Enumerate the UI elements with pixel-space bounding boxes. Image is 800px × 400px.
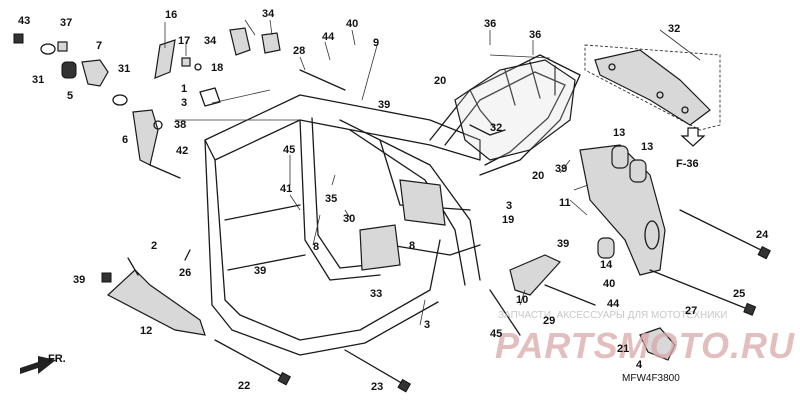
engine-mount-brackets bbox=[579, 144, 666, 276]
callout-45a: 45 bbox=[283, 144, 295, 156]
callout-20b: 20 bbox=[532, 170, 544, 182]
callout-4: 4 bbox=[636, 359, 643, 371]
callout-17: 17 bbox=[178, 35, 190, 47]
callout-22: 22 bbox=[238, 380, 250, 392]
callout-8b: 8 bbox=[409, 240, 415, 252]
callout-32a: 32 bbox=[668, 23, 680, 35]
callout-2: 2 bbox=[151, 240, 157, 252]
callout-3c: 3 bbox=[424, 319, 430, 331]
callout-44: 44 bbox=[322, 31, 335, 43]
callout-42: 42 bbox=[176, 145, 188, 157]
callout-14: 14 bbox=[600, 259, 613, 271]
callout-37: 37 bbox=[60, 17, 72, 29]
callout-10: 10 bbox=[516, 294, 528, 306]
long-bolts bbox=[214, 69, 771, 393]
drawing-code: MFW4F3800 bbox=[622, 373, 680, 384]
callout-24: 24 bbox=[756, 229, 769, 241]
callout-39e: 39 bbox=[254, 265, 266, 277]
callout-3: 3 bbox=[181, 97, 187, 109]
callout-27: 27 bbox=[685, 305, 697, 317]
callout-12: 12 bbox=[140, 325, 152, 337]
callout-3b: 3 bbox=[506, 200, 512, 212]
callout-38: 38 bbox=[174, 119, 186, 131]
callout-39c: 39 bbox=[557, 238, 569, 250]
callout-41: 41 bbox=[280, 183, 292, 195]
callout-7: 7 bbox=[96, 40, 102, 52]
callout-39d: 39 bbox=[73, 274, 85, 286]
callout-13b: 13 bbox=[641, 141, 653, 153]
bottom-right-small-parts bbox=[489, 254, 676, 361]
callout-45b: 45 bbox=[490, 328, 502, 340]
callout-18: 18 bbox=[211, 62, 223, 74]
rear-fender-bracket bbox=[454, 59, 576, 161]
callout-40: 40 bbox=[346, 18, 358, 30]
callout-19: 19 bbox=[502, 214, 514, 226]
callout-28: 28 bbox=[293, 45, 305, 57]
front-label: FR. bbox=[48, 353, 66, 365]
callout-31b: 31 bbox=[118, 63, 130, 75]
callout-11: 11 bbox=[559, 197, 571, 209]
inset-bracket-section bbox=[584, 44, 721, 131]
callout-numbers: 43 37 31 5 7 16 17 18 1 3 34 34 28 40 44… bbox=[18, 8, 769, 393]
callout-30: 30 bbox=[343, 213, 355, 225]
left-small-parts bbox=[13, 33, 181, 179]
callout-40b: 40 bbox=[603, 278, 615, 290]
callout-21: 21 bbox=[617, 343, 629, 355]
callout-35: 35 bbox=[325, 193, 337, 205]
watermark-logo: PARTSMOTO.RU bbox=[495, 325, 795, 366]
callout-9: 9 bbox=[373, 37, 379, 49]
callout-39a: 39 bbox=[378, 99, 390, 111]
callout-1: 1 bbox=[181, 83, 187, 95]
callout-29: 29 bbox=[543, 315, 555, 327]
callout-32b: 32 bbox=[490, 122, 502, 134]
callout-44b: 44 bbox=[607, 298, 620, 310]
callout-31: 31 bbox=[32, 74, 44, 86]
callout-23: 23 bbox=[371, 381, 383, 393]
callout-36b: 36 bbox=[529, 29, 541, 41]
section-reference: F-36 bbox=[676, 127, 706, 170]
leader-lines bbox=[164, 19, 701, 326]
callout-34a: 34 bbox=[204, 35, 217, 47]
callout-33: 33 bbox=[370, 288, 382, 300]
bottom-left-bracket bbox=[101, 249, 206, 336]
callout-5: 5 bbox=[67, 90, 73, 102]
callout-26: 26 bbox=[179, 267, 191, 279]
callout-25: 25 bbox=[733, 288, 745, 300]
callout-8a: 8 bbox=[313, 241, 319, 253]
callout-34b: 34 bbox=[262, 8, 275, 20]
left-top-brackets bbox=[154, 27, 281, 107]
callout-6: 6 bbox=[122, 134, 128, 146]
callout-43: 43 bbox=[18, 15, 30, 27]
callout-20a: 20 bbox=[434, 75, 446, 87]
callout-16: 16 bbox=[165, 9, 177, 21]
watermark-text: ЗАПЧАСТИ, АКСЕССУАРЫ ДЛЯ МОТОТЕХНИКИ bbox=[498, 310, 727, 321]
watermark: ЗАПЧАСТИ, АКСЕССУАРЫ ДЛЯ МОТОТЕХНИКИ PAR… bbox=[495, 310, 795, 366]
callout-39b: 39 bbox=[555, 163, 567, 175]
section-ref-label: F-36 bbox=[676, 158, 699, 170]
callout-13a: 13 bbox=[613, 127, 625, 139]
callout-36a: 36 bbox=[484, 18, 496, 30]
front-arrow: FR. bbox=[20, 353, 66, 374]
